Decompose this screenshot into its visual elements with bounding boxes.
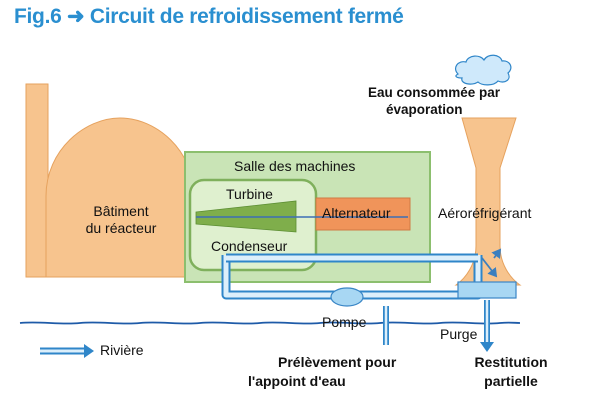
reactor-building-label-line1: Bâtiment [93,203,149,219]
return-label-line1: Restitution [474,354,548,370]
evaporation-label: Eau consommée par évaporation [368,84,500,118]
pump-shape [330,287,364,307]
river-legend-arrow-head [84,344,94,358]
flow-arrow-in [481,257,498,278]
purge-arrow-head [480,342,494,352]
figure-title: Fig.6 ➜ Circuit de refroidissement fermé [14,5,404,28]
pump-label: Pompe [322,314,367,330]
river-legend-label: Rivière [100,342,144,358]
evaporation-label-line2: évaporation [386,102,463,117]
evaporation-label-line1: Eau consommée par [368,85,501,100]
flow-arrow-spray [491,248,502,259]
purge-label: Purge [440,326,478,342]
alternator-shape [315,197,411,231]
reactor-building-label: Bâtiment du réacteur [66,203,176,237]
reactor-building-shape [45,117,195,278]
intake-label-line2: l'appoint d'eau [248,373,346,389]
condenser-label: Condenseur [211,238,288,254]
chimney [25,83,49,278]
evaporation-cloud [454,54,512,86]
intake-label: Prélèvement pour l'appoint d'eau [248,353,396,391]
turbine-label: Turbine [226,186,273,202]
cooling-tower-label: Aéroréfrigérant [438,205,532,221]
return-label-line2: partielle [484,373,538,389]
river-line [19,321,521,325]
machine-hall-label: Salle des machines [234,158,356,174]
tower-basin [457,281,517,299]
return-label: Restitution partielle [466,353,556,391]
alternator-label: Alternateur [322,205,391,221]
reactor-building-label-line2: du réacteur [85,220,157,236]
intake-label-line1: Prélèvement pour [278,354,397,370]
